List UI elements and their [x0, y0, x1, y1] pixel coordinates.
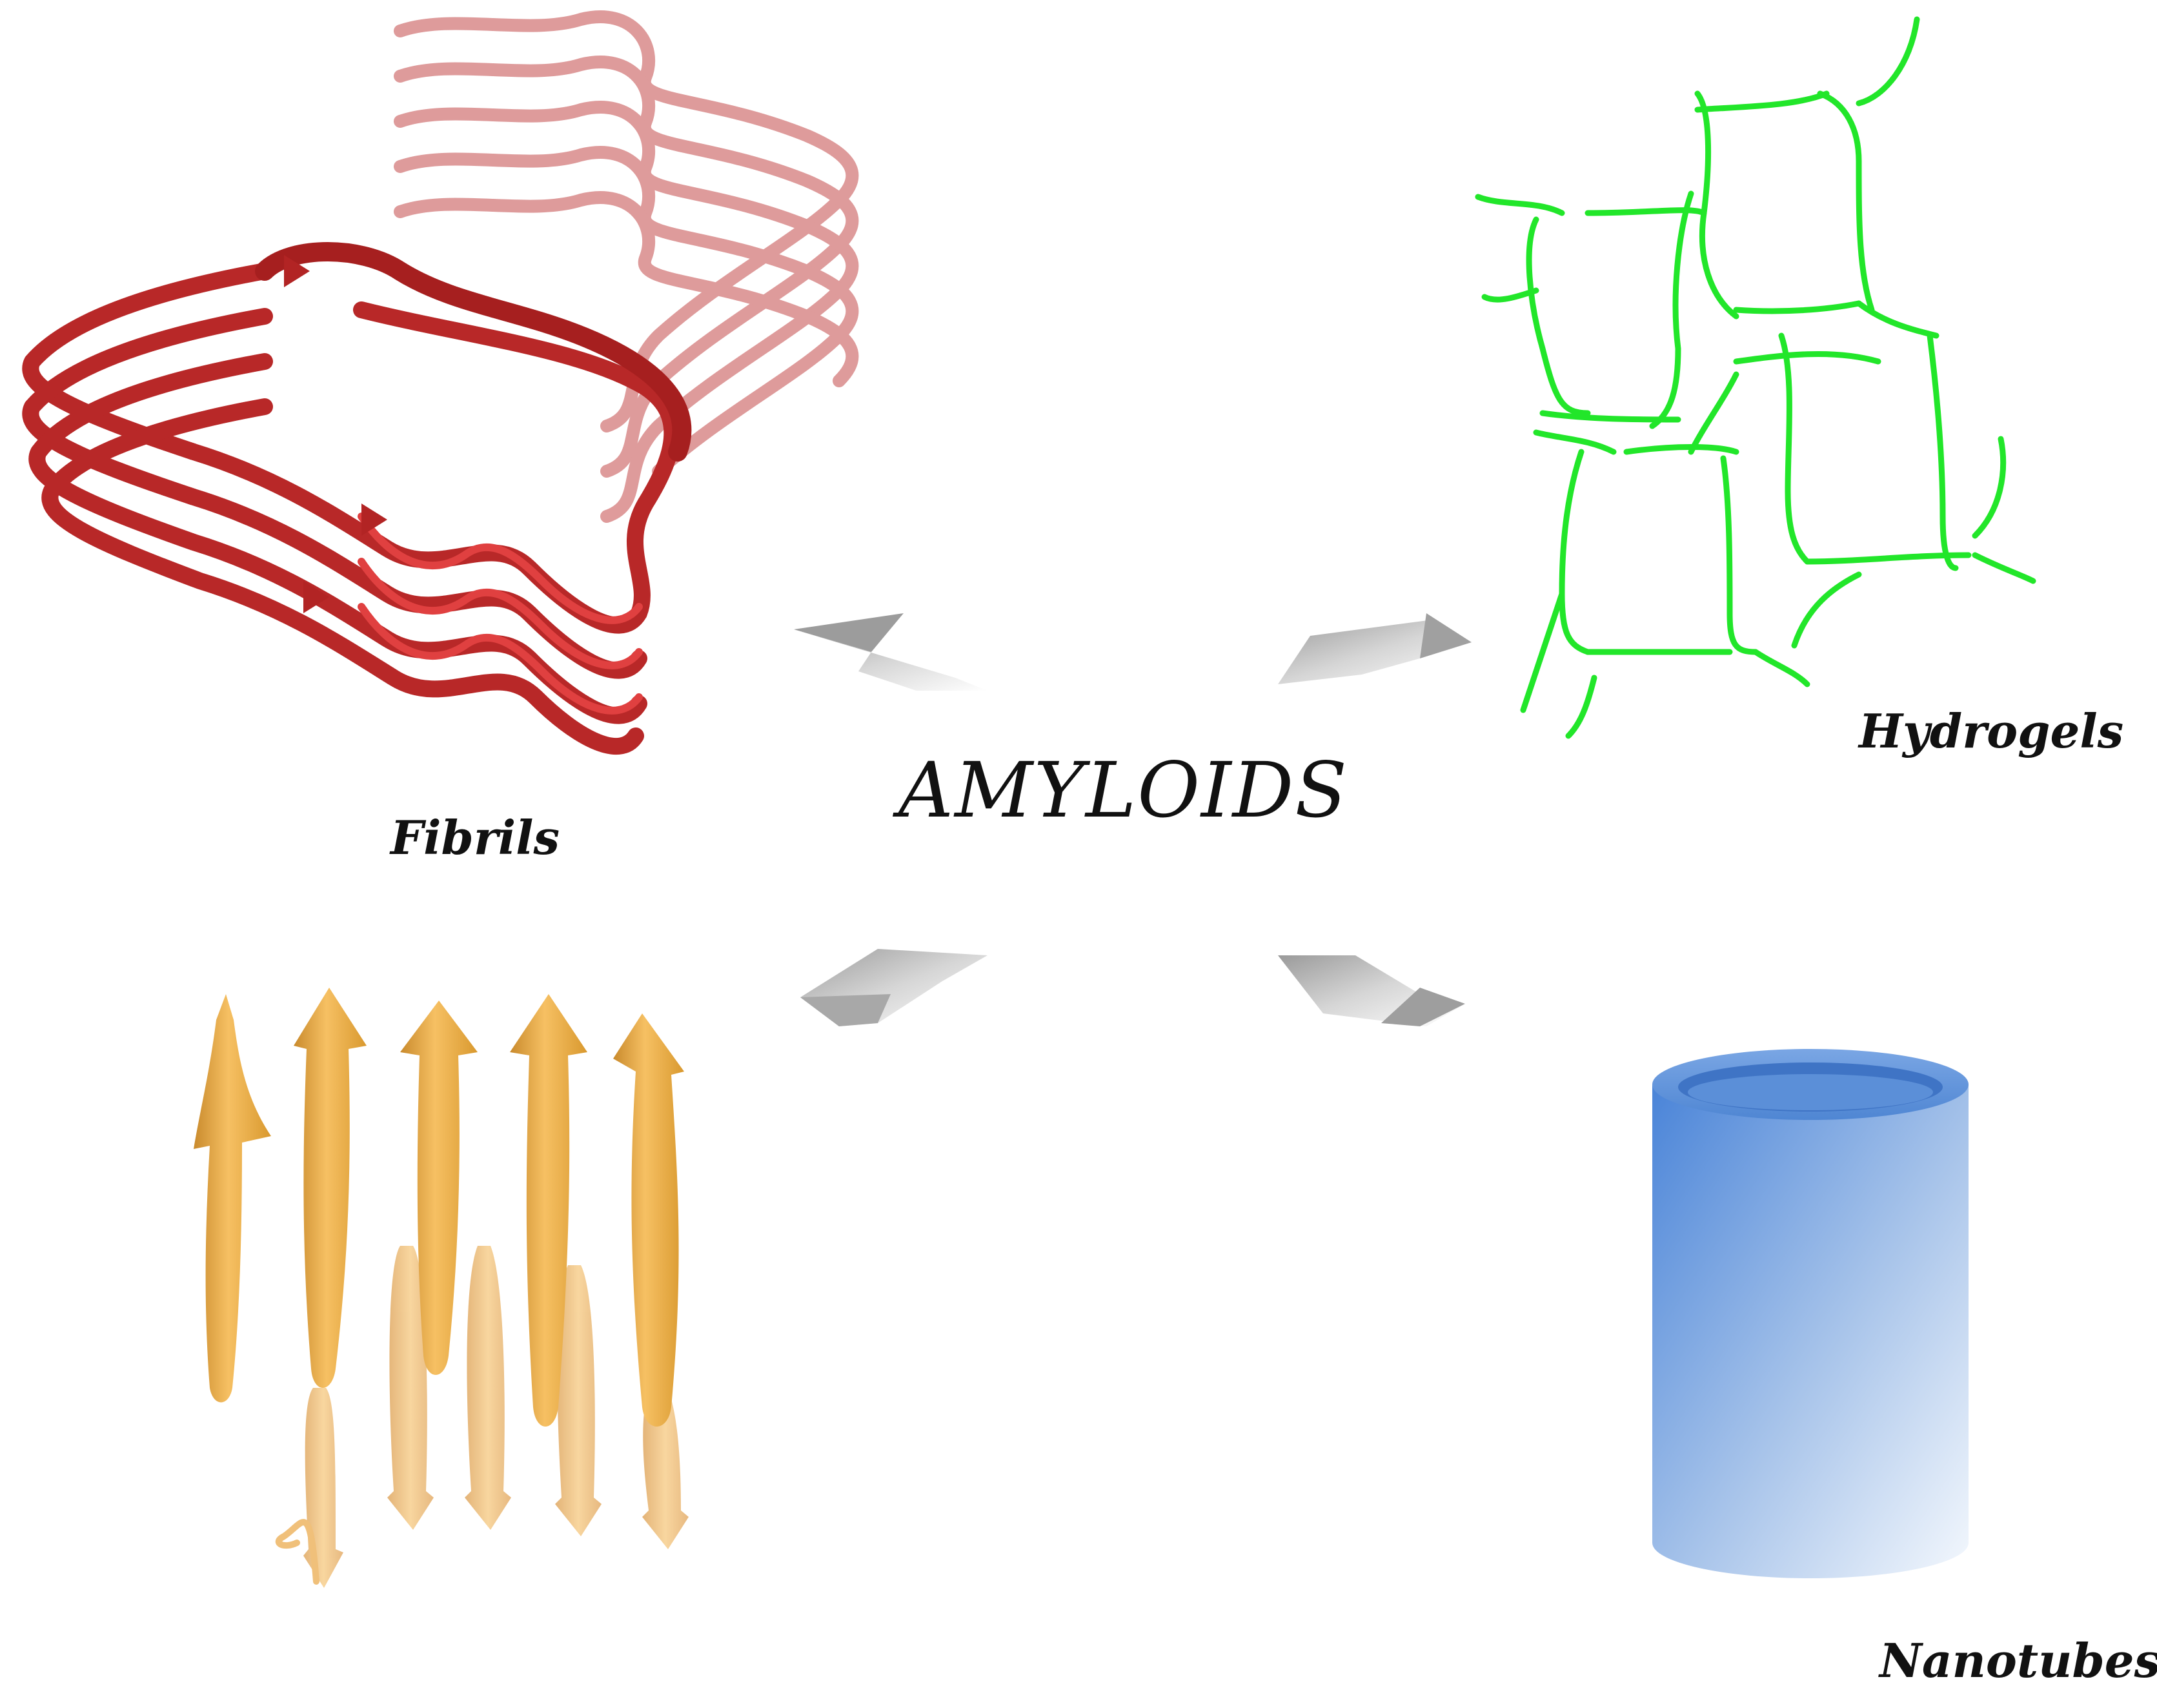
- beta-strand-arrows-icon: [194, 988, 689, 1588]
- hydrogel-network-icon: [1475, 16, 2036, 739]
- arrow-to-hydrogels: [1278, 613, 1472, 684]
- arrow-to-nanotubes: [1278, 955, 1465, 1026]
- nanotube-cylinder-icon: [1652, 1049, 1969, 1578]
- label-nanotubes: Nanotubes: [1879, 1633, 2157, 1688]
- label-hydrogels: Hydrogels: [1859, 704, 2124, 758]
- arrow-to-fibrils: [794, 613, 987, 691]
- label-fibrils: Fibrils: [390, 810, 560, 865]
- arrow-to-beta-strands: [800, 949, 987, 1026]
- fibril-ribbon-icon: [22, 10, 859, 755]
- center-title: AMYLOIDS: [898, 746, 1349, 835]
